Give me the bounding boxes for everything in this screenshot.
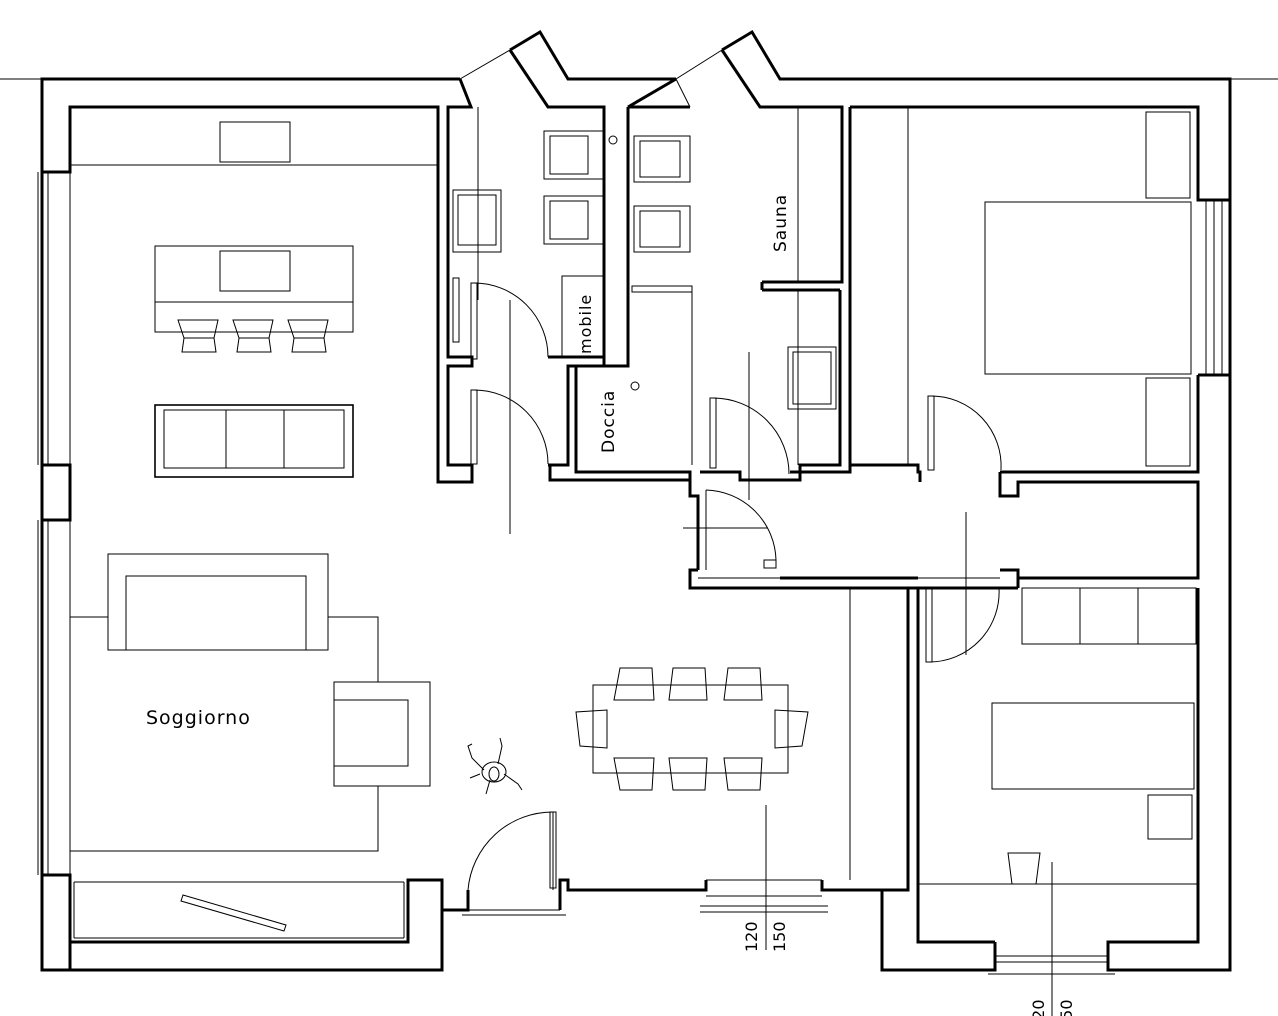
label-sauna: Sauna [771,194,791,252]
armchair [333,681,431,787]
second-bedroom [765,587,1198,1016]
dim-window-a-2: 150 [770,921,789,952]
person-figure [467,737,523,795]
bar-stool-3 [287,319,329,353]
sink [219,250,291,292]
label-shower: Doccia [599,390,619,453]
dimension-labels: 120 150 120 150 [742,921,1076,1016]
dining-table [575,667,809,791]
entrance-door [467,811,557,891]
daybed [180,894,287,932]
living-room-furniture [69,121,557,939]
interior-walls [548,105,1200,944]
bar-stool-1 [177,319,219,353]
single-bed [991,702,1195,790]
dim-window-b-1: 120 [1029,999,1048,1016]
cabinet [561,275,605,358]
sofa-bottom [107,553,329,651]
room-labels: Soggiorno Sauna Doccia mobile [146,194,791,729]
dining-chairs [575,667,809,791]
double-bed [984,201,1192,375]
kitchen-island [154,245,354,333]
rug [69,616,379,852]
label-living: Soggiorno [146,707,251,729]
tv-cabinet [219,121,291,163]
sofa-top [154,404,354,478]
wardrobe [1021,587,1197,645]
label-cabinet: mobile [576,294,595,354]
bathroom-2-fixtures [630,107,837,570]
master-bedroom [907,107,1192,655]
dim-window-a-1: 120 [742,921,761,952]
dim-window-b-2: 150 [1057,999,1076,1016]
bathroom-1-fixtures [452,107,618,534]
bar-stool-2 [232,319,274,353]
